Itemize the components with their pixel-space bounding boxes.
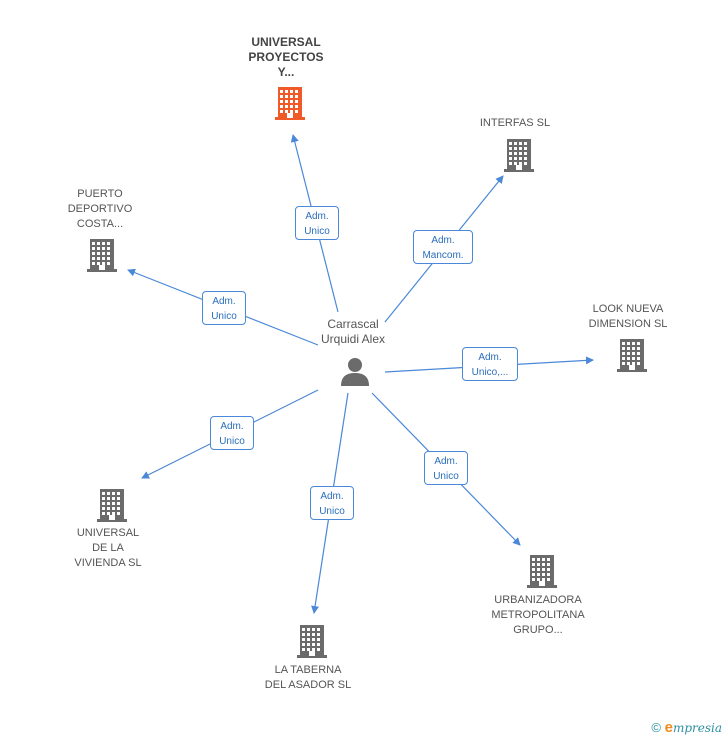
company-label-puerto-deportivo[interactable]: PUERTO DEPORTIVO COSTA...: [67, 188, 133, 230]
footer-brand: © empresia: [651, 719, 722, 736]
building-icon[interactable]: [274, 86, 306, 125]
role-badge-puerto-deportivo: Adm. Unico: [202, 291, 246, 325]
company-label-universal-vivienda[interactable]: UNIVERSAL DE LA VIVIENDA SL: [74, 527, 142, 569]
person-icon[interactable]: [340, 356, 370, 391]
building-icon[interactable]: [616, 338, 648, 377]
building-icon[interactable]: [86, 238, 118, 277]
company-label-look-nueva[interactable]: LOOK NUEVA DIMENSION SL: [588, 303, 668, 330]
company-label-interfas[interactable]: INTERFAS SL: [479, 117, 551, 129]
building-icon[interactable]: [296, 624, 328, 663]
brand-logo-initial: e: [664, 719, 673, 736]
company-label-universal-proyectos[interactable]: UNIVERSAL PROYECTOS Y...: [248, 35, 324, 79]
company-label-la-taberna[interactable]: LA TABERNA DEL ASADOR SL: [264, 664, 352, 691]
role-badge-universal-proyectos: Adm. Unico: [295, 206, 339, 240]
building-icon[interactable]: [526, 554, 558, 593]
building-icon[interactable]: [503, 138, 535, 177]
role-badge-universal-vivienda: Adm. Unico: [210, 416, 254, 450]
role-badge-urbanizadora: Adm. Unico: [424, 451, 468, 485]
copyright-symbol: ©: [651, 720, 661, 735]
company-label-urbanizadora[interactable]: URBANIZADORA METROPOLITANA GRUPO...: [491, 594, 585, 636]
role-badge-la-taberna: Adm. Unico: [310, 486, 354, 520]
role-badge-look-nueva: Adm. Unico,...: [462, 347, 518, 381]
brand-logo-text: mpresia: [672, 721, 722, 735]
role-badge-interfas: Adm. Mancom.: [413, 230, 473, 264]
center-person-label[interactable]: Carrascal Urquidi Alex: [320, 317, 386, 346]
building-icon[interactable]: [96, 488, 128, 527]
